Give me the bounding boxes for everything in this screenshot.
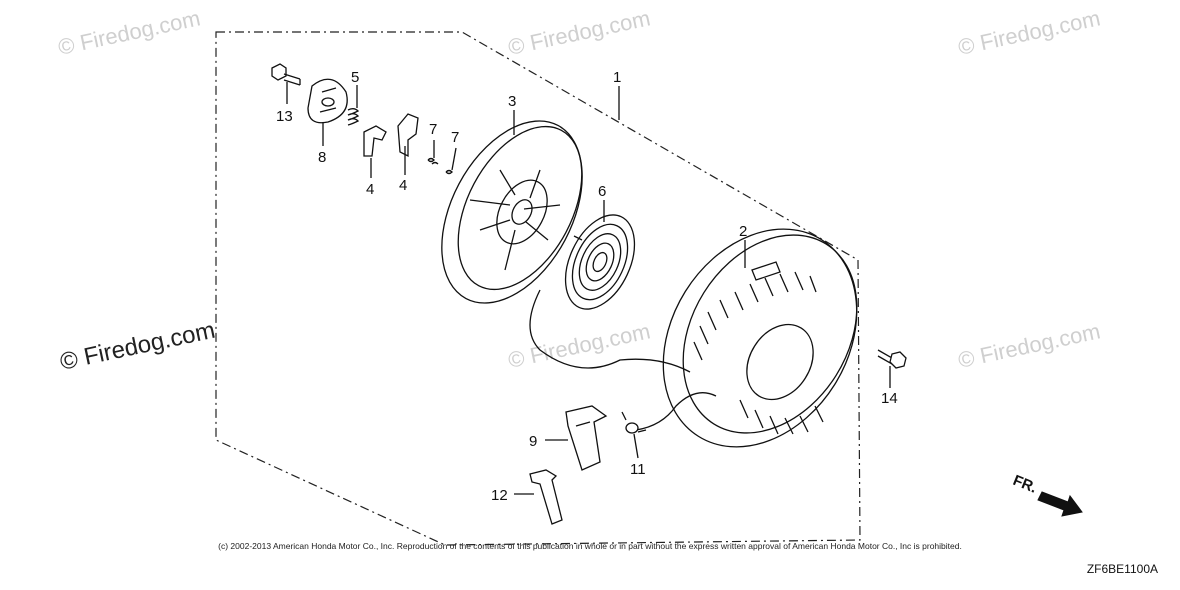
callout-14: 14 — [881, 390, 898, 407]
callout-7-right: 7 — [451, 129, 459, 146]
callout-8: 8 — [318, 149, 326, 166]
callout-4-right: 4 — [399, 177, 407, 194]
callout-2: 2 — [739, 223, 747, 240]
leader-7b — [451, 147, 457, 171]
callout-9: 9 — [529, 433, 537, 450]
watermark-mid-right: © Firedog.com — [956, 318, 1103, 373]
callout-4-left: 4 — [366, 181, 374, 198]
part-14-flange-bolt — [877, 349, 907, 369]
part-4-ratchet-left — [363, 125, 387, 157]
part-4-ratchet-right — [397, 113, 419, 158]
part-13-bolt — [271, 63, 301, 86]
part-2-starter-case — [662, 228, 858, 448]
callout-7-left: 7 — [429, 121, 437, 138]
callout-5: 5 — [351, 69, 359, 86]
diagram-code: ZF6BE1100A — [1086, 562, 1158, 576]
assembly-boundary — [215, 31, 861, 546]
part-3-reel — [441, 120, 583, 304]
starter-rope-end — [635, 392, 717, 431]
watermark-mid-left: © Firedog.com — [58, 317, 218, 376]
part-8-ratchet-guide — [307, 78, 348, 124]
watermark-top-left: © Firedog.com — [56, 5, 203, 60]
copyright-notice: (c) 2002-2013 American Honda Motor Co., … — [218, 541, 962, 551]
front-arrow-icon — [1037, 491, 1083, 517]
watermark-top-right: © Firedog.com — [956, 5, 1103, 60]
callout-13: 13 — [276, 108, 293, 125]
callout-1: 1 — [613, 69, 621, 86]
front-direction-indicator: FR. — [1011, 472, 1083, 517]
callout-3: 3 — [508, 93, 516, 110]
callout-11: 11 — [630, 461, 646, 478]
part-11-knot — [621, 411, 647, 434]
leader-11 — [633, 433, 639, 459]
part-12-grip-cover — [529, 469, 563, 525]
callout-12: 12 — [491, 487, 508, 504]
part-6-spiral-spring — [564, 214, 636, 310]
part-5-spring — [347, 108, 360, 126]
callout-6: 6 — [598, 183, 606, 200]
part-7-springs — [427, 157, 453, 175]
watermark-mid-center: © Firedog.com — [506, 318, 653, 373]
front-direction-label: FR. — [1011, 472, 1040, 497]
starter-rope — [529, 289, 691, 373]
part-9-grip — [565, 405, 608, 471]
watermark-top-center: © Firedog.com — [506, 5, 653, 60]
